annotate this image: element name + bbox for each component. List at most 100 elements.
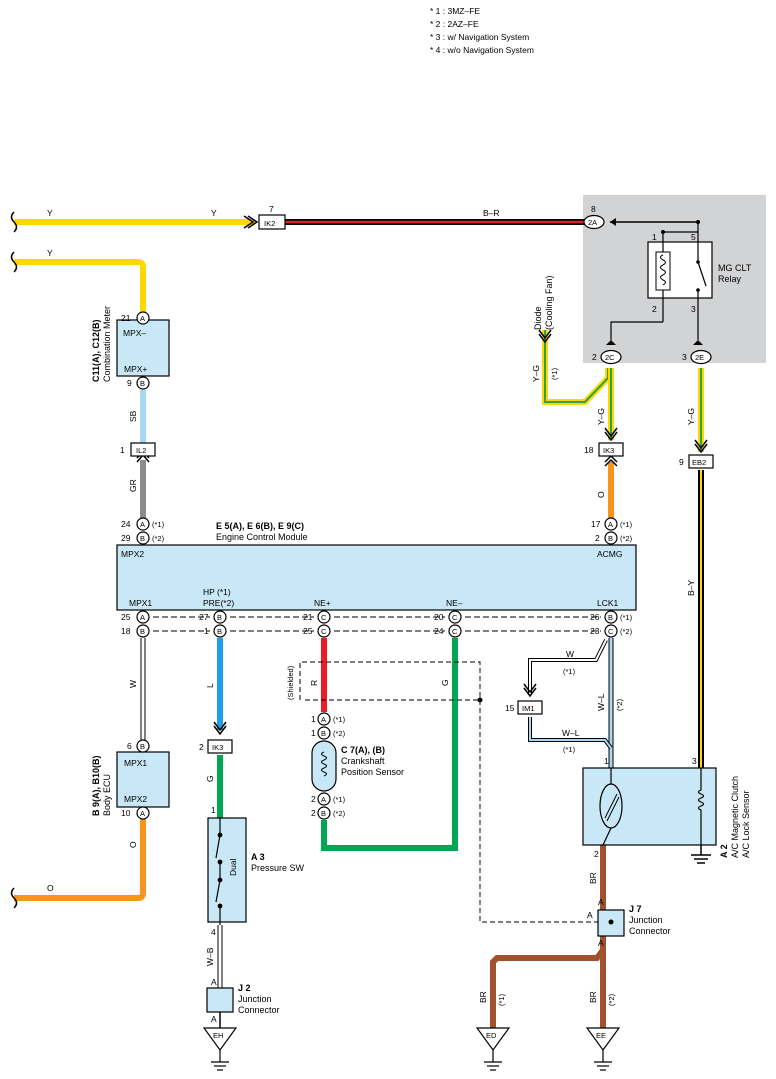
crank-name: Crankshaft xyxy=(341,756,385,766)
ecm-hp: HP (*1) xyxy=(203,587,231,597)
ecm-pin-c1: C xyxy=(321,613,327,622)
pressure-sw-dual: Dual xyxy=(228,858,238,876)
connector-eb2 xyxy=(688,454,714,469)
ac-magnetic-clutch xyxy=(582,767,717,846)
j7-pin-top: A xyxy=(598,897,604,907)
ecm-pin-b2: B xyxy=(608,534,613,543)
ecm-note-2b: (*2) xyxy=(620,534,633,543)
relay-pin5: 5 xyxy=(691,232,696,242)
crank-pin-b2: B xyxy=(321,809,326,818)
connector-ik2 xyxy=(258,214,286,230)
wire-label-sb: SB xyxy=(128,410,138,422)
c2e-pin: 3 xyxy=(682,352,687,362)
wire-wl-lck xyxy=(523,638,614,768)
ecm-pin-b6: B xyxy=(608,613,613,622)
wire-label-wl-lck: W–L xyxy=(596,693,606,711)
ground-ee xyxy=(585,1027,621,1071)
note-3: * 3 : w/ Navigation System xyxy=(430,32,530,42)
im1-label: IM1 xyxy=(522,704,535,713)
ik3-top-pin: 18 xyxy=(584,445,594,455)
ecm-pin-2: 2 xyxy=(595,533,600,543)
wire-note-wl-lck: (*2) xyxy=(615,698,624,711)
wire-label-y1: Y xyxy=(47,208,53,218)
body-ecu-mpx2: MPX2 xyxy=(124,794,147,804)
j2-name2: Connector xyxy=(238,1005,280,1015)
ac-pin-2: 2 xyxy=(594,849,599,859)
meter-code: C11(A), C12(B) xyxy=(91,319,101,382)
meter-pin-21: 21 xyxy=(121,313,131,323)
wire-label-wl-im1: W–L xyxy=(562,728,580,738)
wire-y-meter xyxy=(14,259,146,313)
ecm-bottom-pins xyxy=(136,610,618,638)
ecm-pin-c3: C xyxy=(452,613,458,622)
diode-label: Diode xyxy=(533,306,543,330)
c2e-label: 2E xyxy=(695,353,704,362)
ik3-top-label: IK3 xyxy=(603,446,614,455)
meter-mpx-plus: MPX+ xyxy=(124,364,147,374)
ground-symbol xyxy=(691,854,711,864)
diode-note: (*1) xyxy=(550,367,559,380)
ecm-pin-c4: C xyxy=(452,627,458,636)
crank-pin-a1: A xyxy=(321,715,326,724)
mg-clt-relay xyxy=(606,218,713,345)
wire-label-y3: Y xyxy=(47,248,53,258)
ecm-pin-c5: C xyxy=(608,627,614,636)
junction-connector-j2 xyxy=(206,987,234,1013)
wire-label-br-ee: BR xyxy=(588,991,598,1003)
note-2: * 2 : 2AZ–FE xyxy=(430,19,479,29)
il2-pin: 1 xyxy=(120,445,125,455)
ac-pin-1: 1 xyxy=(604,756,609,766)
connector-ik3-top xyxy=(598,442,624,457)
wire-break-marks xyxy=(10,211,18,909)
ecm-pin-18: 18 xyxy=(121,626,131,636)
j2-pin-top: A xyxy=(211,977,217,987)
combination-meter xyxy=(116,319,170,377)
wire-label-yg-2c: Y–G xyxy=(596,408,606,425)
wire-label-by: B–Y xyxy=(686,580,696,596)
meter-pin-a: A xyxy=(140,314,145,323)
ecm-pin-23: 23 xyxy=(590,626,600,636)
ecm-pin-25b: 25 xyxy=(303,626,313,636)
ac-pin-3: 3 xyxy=(692,756,697,766)
ecm-pin-21: 21 xyxy=(303,612,313,622)
ecm-pin-17: 17 xyxy=(591,519,601,529)
crank-pin-2b: 2 xyxy=(311,808,316,818)
connector-ik3-bot xyxy=(207,739,233,754)
ik3-bot-pin: 2 xyxy=(199,742,204,752)
note-1: * 1 : 3MZ–FE xyxy=(430,6,481,16)
body-ecu-mpx1: MPX1 xyxy=(124,758,147,768)
pressure-sw-pin-4: 4 xyxy=(211,927,216,937)
crank-note-2a: (*2) xyxy=(333,729,346,738)
engine-control-module xyxy=(116,544,637,611)
notes-legend: * 1 : 3MZ–FE * 2 : 2AZ–FE * 3 : w/ Navig… xyxy=(430,5,650,57)
crank-note-1b: (*1) xyxy=(333,795,346,804)
wire-label-g-ne: G xyxy=(440,679,450,686)
crank-pin-a2: A xyxy=(321,795,326,804)
ik2-pin: 7 xyxy=(269,204,274,214)
ecm-mpx2: MPX2 xyxy=(121,549,144,559)
crank-note-2b: (*2) xyxy=(333,809,346,818)
ecm-pin-24b: 24 xyxy=(434,626,444,636)
crank-code: C 7(A), (B) xyxy=(341,745,385,755)
j2-code: J 2 xyxy=(238,983,251,993)
shielded-label: (Shielded) xyxy=(286,665,295,700)
ecm-ne-minus: NE– xyxy=(446,598,463,608)
body-ecu xyxy=(116,751,170,808)
j7-code: J 7 xyxy=(629,904,642,914)
meter-name: Combination Meter xyxy=(102,306,112,382)
ecm-pin-27: 27 xyxy=(199,612,209,622)
wire-note-wl-im1: (*1) xyxy=(563,745,576,754)
ground-eh-label: EH xyxy=(213,1031,223,1040)
ecm-code: E 5(A), E 6(B), E 9(C) xyxy=(216,521,304,531)
c2c-pin: 2 xyxy=(592,352,597,362)
note-4: * 4 : w/o Navigation System xyxy=(430,45,534,55)
crank-name2: Position Sensor xyxy=(341,767,404,777)
ecm-pin-25: 25 xyxy=(121,612,131,622)
body-ecu-pin-b: B xyxy=(140,742,145,751)
ac-name2: A/C Lock Sensor xyxy=(741,790,751,858)
relay-name2: Relay xyxy=(718,274,742,284)
wire-note-br-ee: (*2) xyxy=(607,993,616,1006)
crankshaft-sensor xyxy=(311,740,337,792)
j7-pin-bottom: A xyxy=(598,938,604,948)
j2-pin-bottom: A xyxy=(211,1014,217,1024)
